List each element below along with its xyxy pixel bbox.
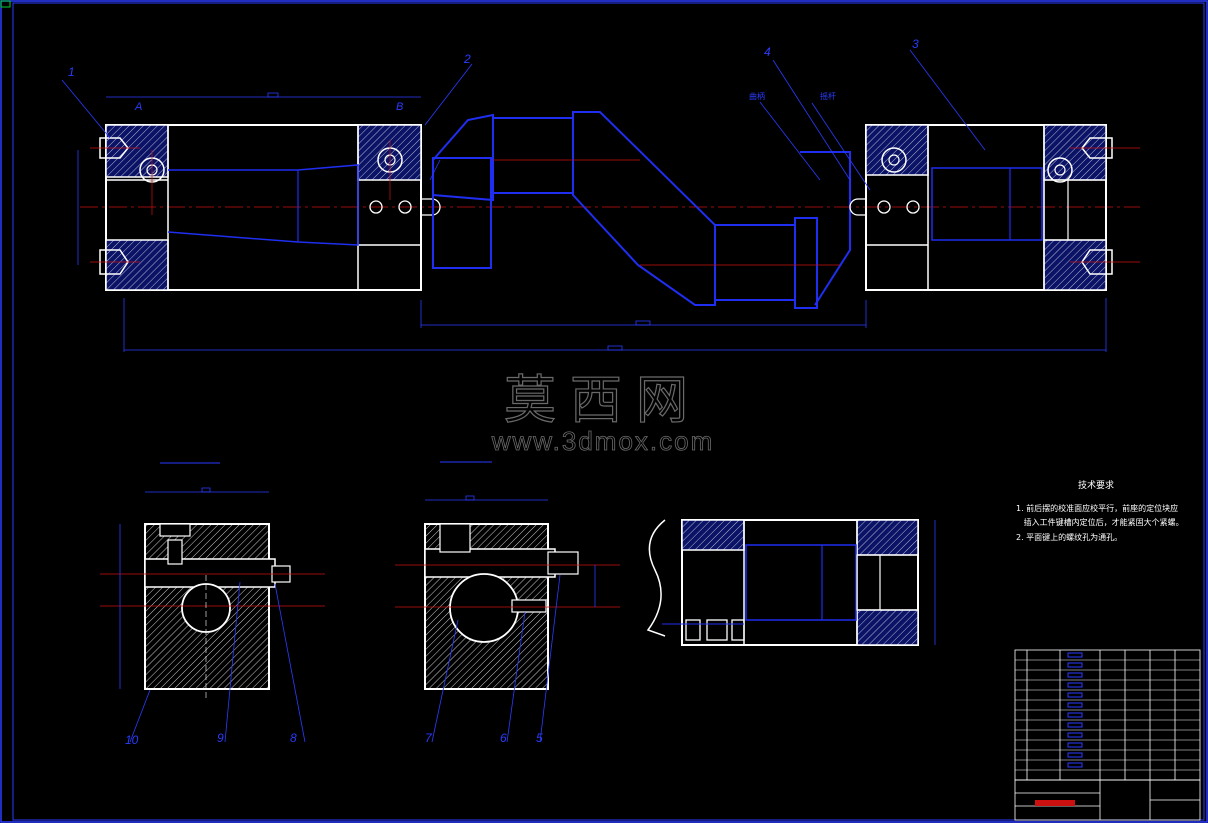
main-assembly-view: 1 2 4 3 A B 曲柄 摇杆 xyxy=(61,37,1140,352)
tech-req-line-3: 2. 平面键上的螺纹孔为通孔。 xyxy=(1016,532,1122,542)
parts-list-cell-mark xyxy=(1067,732,1083,738)
callout-1: 1 xyxy=(68,65,75,79)
side-view xyxy=(646,519,936,646)
parts-list-cell-mark xyxy=(1067,702,1083,708)
callout-7: 7 xyxy=(425,731,433,745)
parts-list-rows xyxy=(1015,652,1200,771)
parts-list xyxy=(1014,649,1201,781)
annotation-left-tag: 曲柄 xyxy=(749,91,765,101)
title-block xyxy=(1014,779,1201,821)
parts-list-cell-mark xyxy=(1067,752,1083,758)
callout-6: 6 xyxy=(500,731,507,745)
callout-3: 3 xyxy=(912,37,919,51)
callout-10: 10 xyxy=(125,733,139,747)
parts-list-cell-mark xyxy=(1067,722,1083,728)
technical-requirements: 技术要求 1. 前后摆的校准面应校平行，前座的定位块应 插入工件键槽内定位后，才… xyxy=(1016,479,1184,542)
section-view-2: 7 6 5 xyxy=(395,461,620,745)
watermark-url: www.3dmox.com xyxy=(491,426,715,456)
dimension-lines xyxy=(77,92,1107,352)
parts-list-cell-mark xyxy=(1067,672,1083,678)
callout-5: 5 xyxy=(536,731,543,745)
right-fixture xyxy=(849,124,1140,291)
crankshaft-workpiece xyxy=(432,111,851,309)
left-fixture xyxy=(90,124,441,291)
tech-req-line-1: 1. 前后摆的校准面应校平行，前座的定位块应 xyxy=(1016,503,1178,513)
parts-list-cell-mark xyxy=(1067,712,1083,718)
callout-9: 9 xyxy=(217,731,224,745)
view-label-a: A xyxy=(134,101,142,113)
callout-4: 4 xyxy=(764,45,771,59)
watermark: 莫西网 www.3dmox.com xyxy=(490,370,715,456)
parts-list-cell-mark xyxy=(1067,682,1083,688)
annotation-right-tag: 摇杆 xyxy=(820,91,836,101)
callout-8: 8 xyxy=(290,731,297,745)
parts-list-cell-mark xyxy=(1067,762,1083,768)
tech-req-line-2: 插入工件键槽内定位后，才能紧固大个紧螺。 xyxy=(1016,517,1184,527)
watermark-title: 莫西网 xyxy=(504,371,702,431)
callout-leaders xyxy=(61,49,986,191)
callout-2: 2 xyxy=(463,52,471,66)
parts-list-cell-mark xyxy=(1067,742,1083,748)
parts-list-cell-mark xyxy=(1067,692,1083,698)
parts-list-cell-mark xyxy=(1067,662,1083,668)
tech-req-title: 技术要求 xyxy=(1078,479,1114,491)
parts-list-cell-mark xyxy=(1067,652,1083,658)
section-view-1: 10 9 8 xyxy=(100,462,325,747)
view-label-b: B xyxy=(396,101,403,113)
